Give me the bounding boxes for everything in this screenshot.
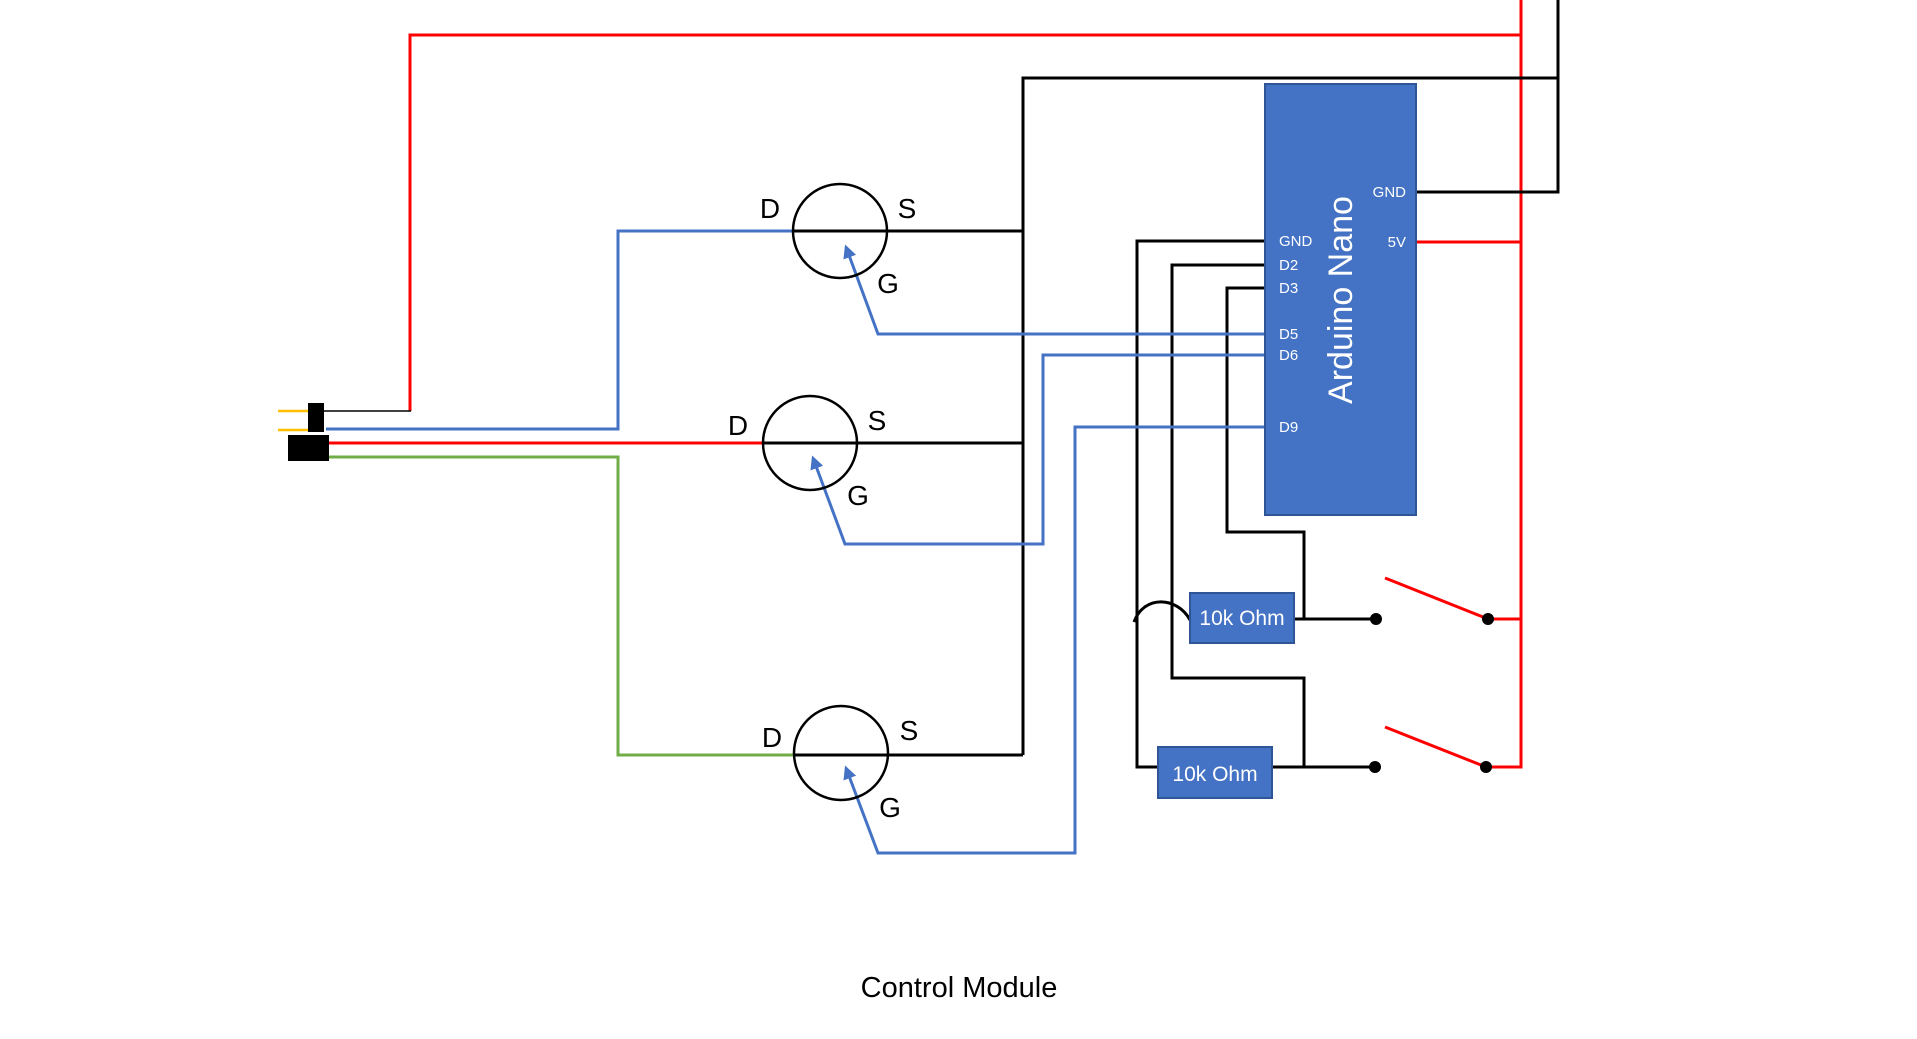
mosfet-2-body <box>761 394 859 492</box>
wire-power-left-riser <box>408 33 1521 411</box>
resistor-1 <box>1189 592 1295 644</box>
resistor-2-label: 10k Ohm <box>1172 763 1257 786</box>
pin-label-d5: D5 <box>1279 326 1298 343</box>
pin-label-d3: D3 <box>1279 280 1298 297</box>
connector-block-small <box>308 403 324 432</box>
mosfet-3-drain-label: D <box>762 722 782 753</box>
wire-d3-signal <box>1225 286 1306 619</box>
wire-source-bus <box>1021 76 1558 755</box>
mosfet-1-source-label: S <box>898 193 917 224</box>
pin-label-gnd-right: GND <box>1373 184 1407 201</box>
mosfet-3-body <box>792 704 890 802</box>
arduino-label: Arduino Nano <box>1322 196 1360 404</box>
mosfet-3-gate-label: G <box>879 792 901 823</box>
switch-1-right-contact[interactable] <box>1482 613 1494 625</box>
arduino-nano-body <box>1264 83 1417 516</box>
mosfet-2-source-label: S <box>868 405 887 436</box>
wire-d2-signal <box>1170 263 1306 767</box>
pin-label-gnd-left: GND <box>1279 233 1313 250</box>
pin-label-d9: D9 <box>1279 419 1298 436</box>
mosfet-2-gate-label: G <box>847 480 869 511</box>
switch-2-left-contact[interactable] <box>1369 761 1381 773</box>
switch-2-right-contact[interactable] <box>1480 761 1492 773</box>
wire-d6-gate-2 <box>810 353 1265 546</box>
pin-label-d6: D6 <box>1279 347 1298 364</box>
mosfet-1-gate-label: G <box>877 268 899 299</box>
resistor-2 <box>1157 746 1273 799</box>
mosfet-2-drain-label: D <box>728 410 748 441</box>
switch-1-lever[interactable] <box>1384 576 1489 621</box>
pin-label-d2: D2 <box>1279 257 1298 274</box>
pin-label-5v: 5V <box>1388 234 1406 251</box>
wire-gnd-left-bus <box>1135 239 1265 769</box>
mosfet-3-source-label: S <box>900 715 919 746</box>
switch-2-lever[interactable] <box>1384 725 1487 769</box>
switch-1-left-contact[interactable] <box>1370 613 1382 625</box>
wire-gnd-right-riser <box>1416 0 1560 194</box>
wire-power-right-bus <box>1486 0 1523 769</box>
diagram-title: Control Module <box>861 972 1058 1004</box>
connector-block-large <box>288 435 329 461</box>
wire-d9-gate-3 <box>843 425 1265 855</box>
wire-gnd-hop-to-resistor-1 <box>1132 600 1192 623</box>
mosfet-1-body <box>791 182 889 280</box>
wire-mosfet-3-drain-green <box>329 455 793 757</box>
resistor-1-label: 10k Ohm <box>1199 607 1284 630</box>
wire-mosfet-1-drain-blue <box>326 229 793 431</box>
wire-d5-gate-1 <box>843 244 1265 336</box>
mosfet-1-drain-label: D <box>760 193 780 224</box>
